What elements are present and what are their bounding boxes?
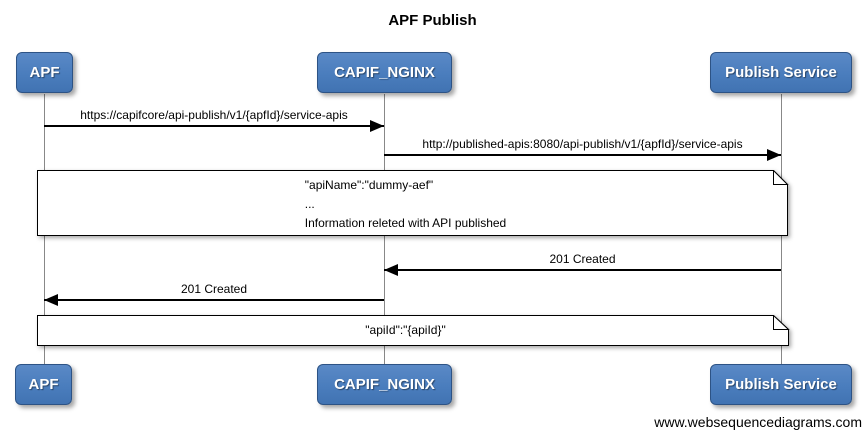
arrowhead-right-icon [370, 120, 384, 132]
arrowhead-left-icon [384, 264, 398, 276]
actor-capif-nginx-bottom: CAPIF_NGINX [317, 364, 452, 405]
note-fold-icon [773, 315, 790, 330]
note-line: ... [304, 197, 315, 211]
note-api-id: "apiId":"{apiId}" [37, 315, 790, 351]
arrowhead-right-icon [767, 149, 781, 161]
arrowhead-left-icon [44, 294, 58, 306]
actor-publish-service-top: Publish Service [710, 52, 852, 93]
note-line: "apiId":"{apiId}" [365, 323, 446, 337]
note-line: "apiName":"dummy-aef" [304, 178, 434, 192]
actor-publish-service-bottom: Publish Service [710, 364, 852, 405]
note-shape [37, 315, 789, 346]
actor-capif-nginx-top: CAPIF_NGINX [317, 52, 452, 93]
note-line: Information releted with API published [304, 216, 507, 230]
message-arrow [44, 120, 384, 132]
note-outline [37, 170, 789, 236]
message-label: 201 Created [180, 282, 248, 296]
message-arrow [384, 149, 781, 161]
message-arrow [44, 294, 384, 306]
actor-apf-bottom: APF [15, 364, 72, 405]
note-shape [37, 170, 788, 236]
actor-apf-top: APF [16, 52, 73, 93]
message-label: https://capifcore/api-publish/v1/{apfId}… [80, 108, 348, 122]
watermark: www.websequencediagrams.com [654, 414, 862, 430]
note-outline [37, 315, 790, 346]
note-api-info: "apiName":"dummy-aef" ... Information re… [37, 170, 790, 240]
message-arrow [384, 264, 781, 276]
diagram-title: APF Publish [388, 12, 477, 29]
message-label: 201 Created [549, 252, 616, 266]
note-fold-icon [773, 170, 789, 185]
message-label: http://published-apis:8080/api-publish/v… [422, 137, 743, 151]
